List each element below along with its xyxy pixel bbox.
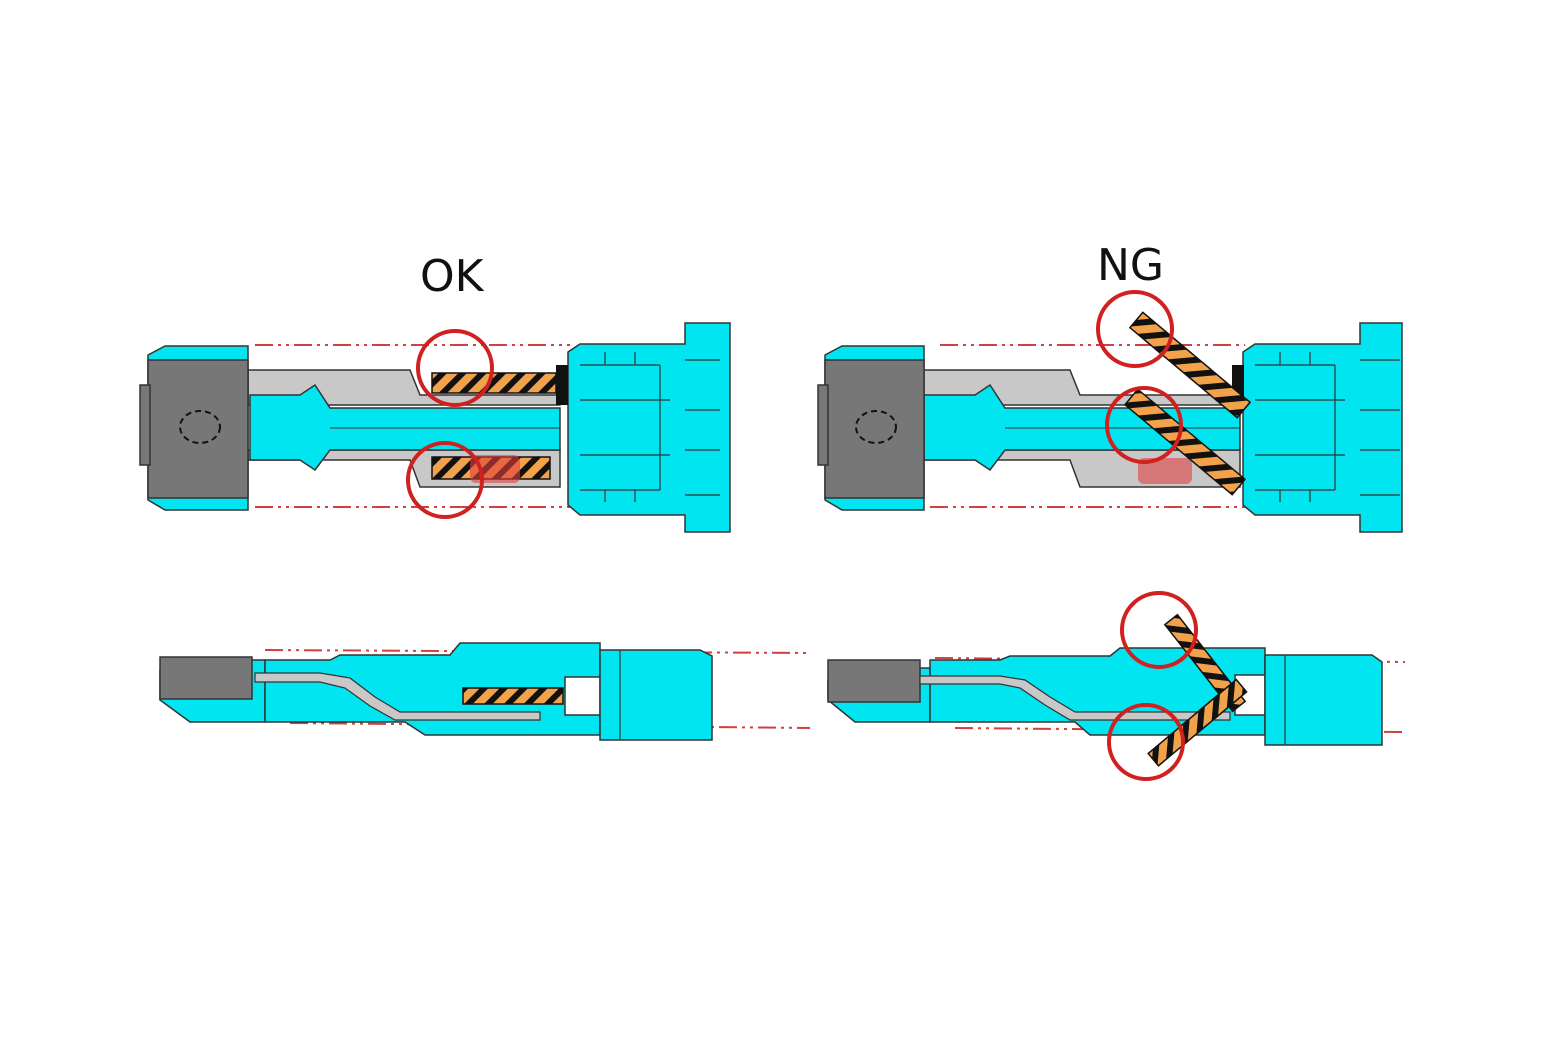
gray-housing <box>147 359 249 499</box>
gray-housing <box>827 659 921 703</box>
lower-guide-line <box>289 722 811 729</box>
dashed-hole <box>179 410 221 444</box>
dashed-hole <box>855 410 897 444</box>
wire-upper-segment <box>1163 613 1247 713</box>
side-body <box>929 647 1266 736</box>
upper-wire <box>431 372 557 394</box>
inspection-circle <box>406 441 484 519</box>
inspection-circle <box>1105 386 1183 464</box>
metal-strip <box>254 672 541 721</box>
upper-guide-line <box>264 649 811 654</box>
upper-wire <box>1128 311 1252 419</box>
ok-top-view <box>139 322 731 533</box>
inspection-circle <box>1107 703 1185 781</box>
ok-side-view <box>159 642 811 741</box>
ng-side-view <box>827 591 1406 781</box>
inspection-circle <box>1096 290 1174 368</box>
ng-label: NG <box>1097 240 1165 291</box>
wire-lower-segment <box>1147 678 1248 767</box>
ng-top-view <box>817 290 1403 533</box>
gray-housing <box>824 359 925 499</box>
right-body <box>599 649 713 741</box>
contact-highlight <box>1138 458 1192 484</box>
inspection-circle <box>416 329 494 407</box>
inspection-circle <box>1120 591 1198 669</box>
gray-housing <box>159 656 253 700</box>
ok-label: OK <box>420 251 484 302</box>
right-body <box>1264 654 1383 746</box>
right-body <box>567 322 731 533</box>
wire <box>462 687 564 705</box>
right-body <box>1242 322 1403 533</box>
lower-wire <box>1123 388 1247 496</box>
